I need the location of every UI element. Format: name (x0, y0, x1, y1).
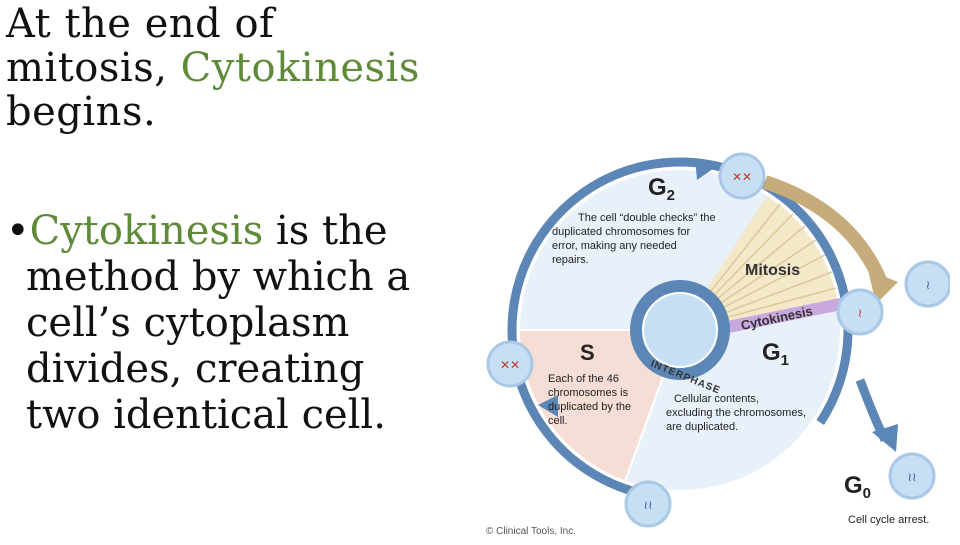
bullet-point: •Cytokinesis is the method by which a ce… (6, 208, 476, 438)
bullet-line-5: two identical cell. (26, 392, 386, 438)
bullet-highlight: Cytokinesis (29, 208, 264, 254)
cell-icon-daughter-1: ≀ (904, 260, 952, 308)
g1-label: G1 (762, 339, 789, 369)
g0-label: G0 (844, 472, 871, 502)
cell-icon-g2: ✕✕ (718, 152, 766, 200)
ring-arrowhead-top (695, 158, 717, 180)
svg-text:≀≀: ≀≀ (908, 470, 917, 484)
title-text-2: mitosis, (6, 45, 168, 91)
bullet-symbol: • (6, 208, 30, 254)
cytokinesis-band (722, 298, 842, 334)
slide-title: At the end of mitosis, Cytokinesis begin… (6, 2, 486, 134)
g0-description: Cell cycle arrest. (848, 514, 929, 526)
cell-icon-daughter-2: ≀ (836, 288, 884, 336)
s-description: Each of the 46 chromosomes is duplicated… (548, 373, 634, 427)
bullet-line-4: divides, creating (26, 346, 365, 392)
mitosis-exit-arrow (762, 175, 887, 283)
g0-arrowhead (872, 424, 898, 452)
ring-arrowhead-left (538, 395, 558, 417)
cell-icon-g1-bottom: ≀≀ (624, 480, 672, 528)
s-phase-sector (520, 330, 680, 481)
g1-description: Cellular contents, excluding the chromos… (666, 393, 809, 433)
cell-cycle-diagram: ✕✕ ✕✕ ≀≀ ≀ ≀ ≀≀ G2 The cell “double chec… (480, 130, 952, 540)
cell-cycle-svg: ✕✕ ✕✕ ≀≀ ≀ ≀ ≀≀ G2 The cell “double chec… (486, 152, 952, 537)
interphase-core (644, 294, 716, 366)
svg-text:≀: ≀ (926, 278, 931, 292)
mitosis-label: Mitosis (745, 262, 800, 279)
title-text-1: At the end of (6, 1, 275, 47)
bullet-line-1: •Cytokinesis is the (6, 208, 476, 254)
title-text-3: begins. (6, 89, 157, 135)
title-highlight: Cytokinesis (180, 45, 420, 91)
cell-icon-s: ✕✕ (486, 340, 534, 388)
g2-description: The cell “double checks” the duplicated … (552, 212, 719, 266)
g2-label: G2 (648, 174, 675, 204)
svg-text:✕✕: ✕✕ (732, 170, 752, 184)
svg-text:≀≀: ≀≀ (644, 498, 653, 512)
s-label: S (580, 340, 595, 365)
svg-text:≀: ≀ (858, 306, 863, 320)
svg-text:✕✕: ✕✕ (500, 358, 520, 372)
bullet-line-3: cell’s cytoplasm (26, 300, 350, 346)
bullet-line-2: method by which a (26, 254, 411, 300)
copyright-text: © Clinical Tools, Inc. (486, 526, 576, 537)
cell-icon-g0: ≀≀ (888, 452, 936, 500)
bullet-line-1-rest: is the (263, 208, 388, 254)
